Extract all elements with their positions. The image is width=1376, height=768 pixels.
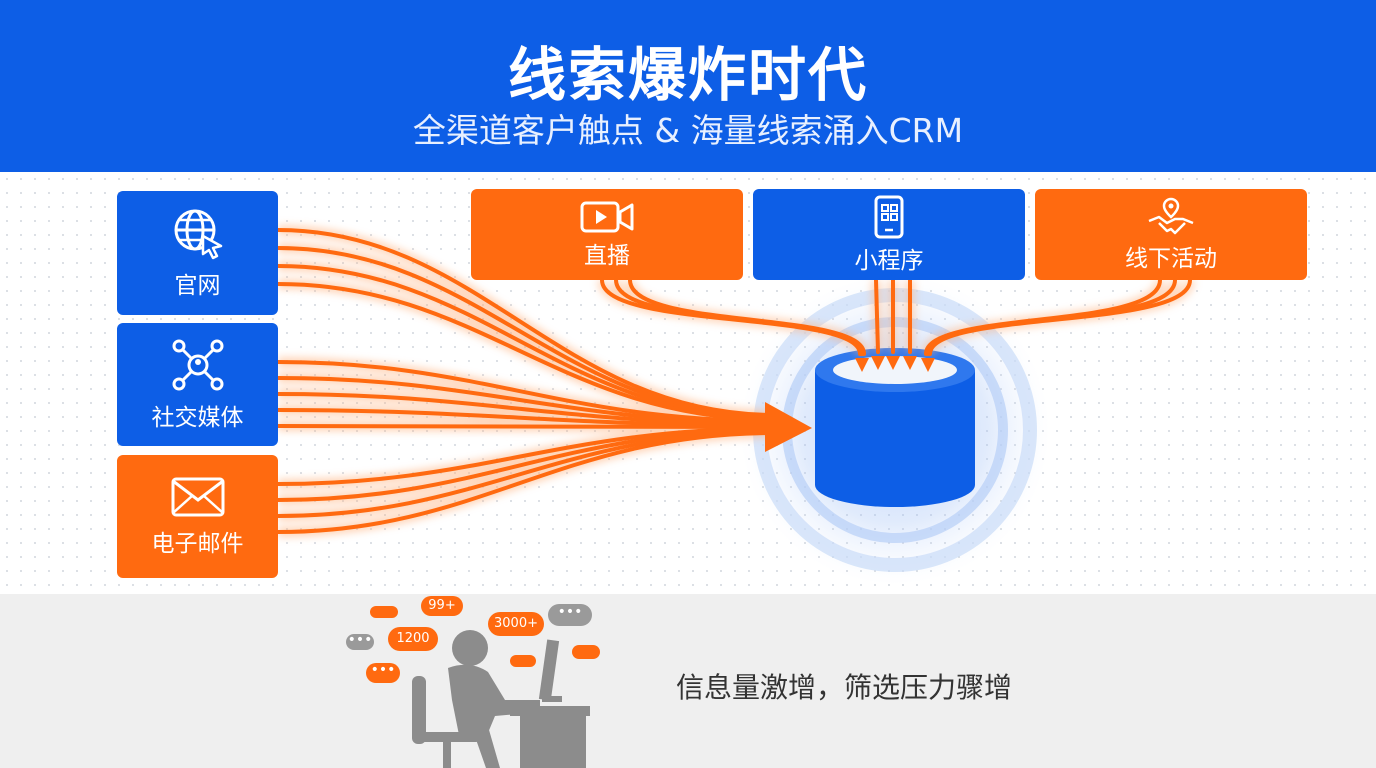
count-bubble-1200: 1200 — [388, 627, 438, 651]
flow-line — [276, 360, 777, 423]
flow-line — [628, 278, 866, 356]
main-arrow-head — [765, 402, 812, 452]
top-flow-lines — [600, 278, 1192, 356]
envelope-icon — [171, 477, 224, 516]
flow-line — [276, 264, 777, 420]
left-flow-lines — [276, 228, 777, 534]
source-label: 电子邮件 — [151, 530, 244, 557]
chat-bubble-dots: ••• — [366, 663, 400, 683]
source-offline-event[interactable]: 线下活动 — [1035, 189, 1307, 280]
flow-line — [276, 246, 777, 419]
flow-arrow-head — [871, 356, 885, 370]
source-label: 官网 — [174, 273, 221, 299]
flow-line — [276, 424, 777, 429]
source-email[interactable]: 电子邮件 — [117, 455, 278, 578]
social-network-icon — [172, 339, 223, 390]
count-bubble-3000: 3000+ — [488, 612, 544, 636]
flow-line — [276, 408, 777, 428]
overwhelmed-person-illustration — [412, 630, 590, 768]
flow-arrow-head — [903, 356, 917, 370]
flow-line — [276, 228, 777, 417]
globe-cursor-icon — [174, 209, 222, 260]
bottom-caption: 信息量激增，筛选压力骤增 — [676, 671, 1013, 704]
source-website[interactable]: 官网 — [117, 191, 278, 315]
source-label: 社交媒体 — [151, 404, 244, 431]
chat-bubble-dots: ••• — [346, 632, 374, 650]
flow-line — [276, 431, 777, 534]
handshake-location-icon — [1148, 197, 1194, 234]
mobile-app-icon — [874, 195, 904, 238]
video-camera-icon — [580, 201, 634, 232]
source-social-media[interactable]: 社交媒体 — [117, 323, 278, 446]
chat-bubble-blank — [510, 655, 536, 667]
top-flow-glow — [597, 278, 1195, 356]
count-bubble-99: 99+ — [421, 596, 463, 616]
source-label: 线下活动 — [1125, 245, 1217, 272]
flow-line — [276, 392, 777, 426]
source-live-stream[interactable]: 直播 — [471, 189, 743, 280]
flow-arrow-head — [855, 358, 869, 372]
flow-line — [276, 376, 777, 425]
page-subtitle: 全渠道客户触点 & 海量线索涌入CRM — [412, 111, 964, 150]
database-cylinder — [815, 348, 975, 507]
flow-line — [928, 278, 1192, 356]
flow-line — [874, 278, 880, 354]
source-mini-program[interactable]: 小程序 — [753, 189, 1025, 280]
bottom-panel — [0, 594, 1376, 768]
source-label: 直播 — [584, 242, 630, 269]
flow-line — [276, 282, 777, 422]
top-arrow-heads — [855, 356, 935, 372]
flow-arrow-head — [921, 358, 935, 372]
flow-line — [276, 428, 777, 502]
chat-bubble-dots: ••• — [548, 604, 592, 626]
chat-bubble-blank — [370, 606, 398, 618]
flow-line — [276, 426, 777, 486]
header-banner: 线索爆炸时代 全渠道客户触点 & 海量线索涌入CRM — [0, 0, 1376, 172]
chat-bubble-blank — [572, 645, 600, 659]
flow-arrow-head — [886, 356, 900, 370]
flow-line — [276, 429, 777, 518]
page-title: 线索爆炸时代 — [507, 41, 868, 109]
source-label: 小程序 — [854, 247, 924, 274]
